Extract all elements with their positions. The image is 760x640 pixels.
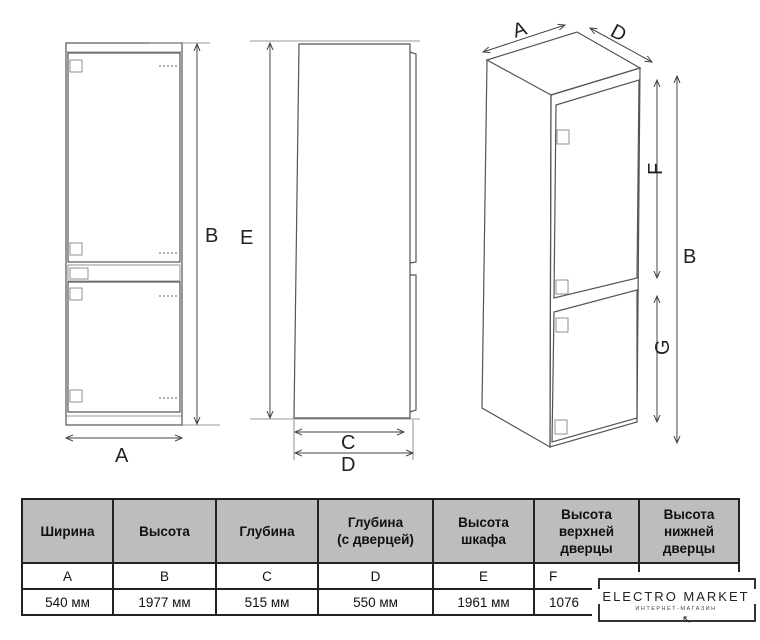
label-g: G (652, 339, 674, 355)
hinge-icon (554, 129, 570, 435)
lower-door (551, 289, 638, 443)
label-e: E (240, 227, 253, 249)
label-a: A (510, 17, 530, 42)
table-header-row: Ширина Высота Глубина Глубина (с дверцей… (21, 498, 740, 564)
logo-name: ELECTRO MARKET (592, 589, 760, 604)
header-cell: Высота (112, 498, 217, 564)
label-c: C (341, 432, 355, 454)
fridge-dimension-diagram: B A E C D A D B F G (0, 17, 696, 476)
upper-door (553, 79, 640, 299)
table-cell: B (112, 562, 217, 590)
label-b: B (683, 246, 696, 268)
table-cell: 515 мм (215, 588, 319, 616)
dimensions-table: Ширина Высота Глубина Глубина (с дверцей… (21, 498, 740, 616)
logo-subtitle: ИНТЕРНЕТ-МАГАЗИН (635, 606, 717, 612)
table-cell: 540 мм (21, 588, 114, 616)
label-b: B (205, 225, 218, 247)
side-view: E C D (240, 40, 420, 476)
hinge-icon (69, 59, 83, 403)
front-view: B A (66, 42, 220, 467)
control-panel (67, 264, 181, 282)
table-cell: 550 мм (317, 588, 434, 616)
header-cell: Высота шкафа (432, 498, 535, 564)
perspective-view: A D B F G (481, 17, 696, 449)
electro-market-logo: ELECTRO MARKET ИНТЕРНЕТ-МАГАЗИН ↖ (592, 572, 760, 640)
label-f: F (645, 163, 667, 175)
upper-door (67, 52, 181, 263)
dimension-a-line (483, 25, 565, 52)
table-cell: D (317, 562, 434, 590)
table-cell: A (21, 562, 114, 590)
table-cell: 1961 мм (432, 588, 535, 616)
cursor-icon: ↖ (682, 614, 692, 626)
table-cell: E (432, 562, 535, 590)
header-cell: Высота верхней дверцы (533, 498, 640, 564)
lower-door (67, 281, 181, 413)
label-d: D (341, 454, 355, 476)
label-d: D (607, 20, 630, 46)
dimension-d-line (590, 28, 652, 62)
table-cell: 1977 мм (112, 588, 217, 616)
label-a: A (115, 445, 129, 467)
header-cell: Глубина (с дверцей) (317, 498, 434, 564)
header-cell: Высота нижней дверцы (638, 498, 740, 564)
table-cell: C (215, 562, 319, 590)
header-cell: Глубина (215, 498, 319, 564)
header-cell: Ширина (21, 498, 114, 564)
